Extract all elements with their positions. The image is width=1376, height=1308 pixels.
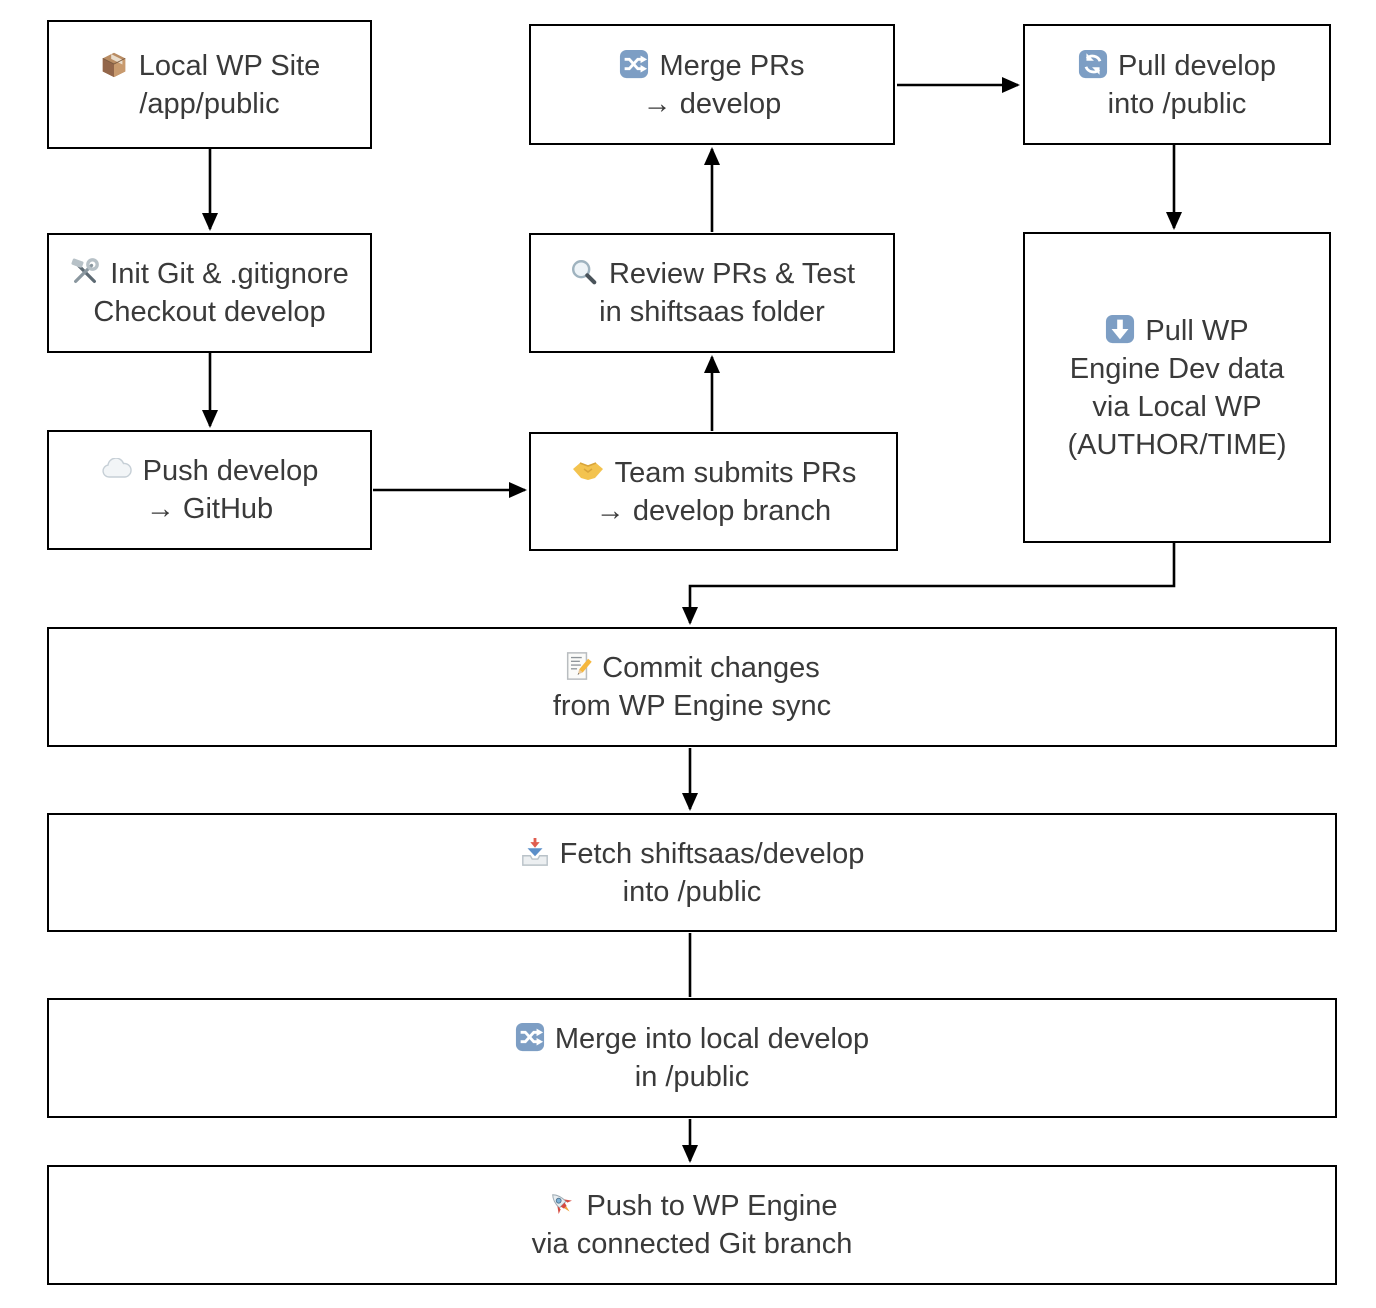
flow-node-commit-changes: Commit changes from WP Engine sync [47, 627, 1337, 747]
flow-node-merge-local-develop: Merge into local develop in /public [47, 998, 1337, 1118]
flow-node-push-wp-engine: Push to WP Engine via connected Git bran… [47, 1165, 1337, 1285]
node-text: Pull develop [1118, 49, 1276, 82]
node-text: Local WP Site [138, 49, 321, 82]
node-text: via Local WP [1092, 390, 1262, 423]
node-text: Commit changes [602, 652, 820, 684]
node-text: → GitHub [145, 493, 274, 525]
node-text: Checkout develop [93, 296, 326, 328]
node-text: Push to WP Engine [586, 1190, 838, 1222]
node-text: from WP Engine sync [552, 690, 832, 722]
node-label: Commit changes from WP Engine sync [553, 649, 831, 725]
package-icon [99, 49, 129, 79]
flow-node-init-git: Init Git & .gitignore Checkout develop [47, 233, 372, 353]
node-text: → develop branch [595, 494, 832, 527]
flow-node-fetch-develop: Fetch shiftsaas/develop into /public [47, 813, 1337, 932]
flow-node-merge-prs: Merge PRs → develop [529, 24, 895, 145]
node-text: into /public [622, 875, 762, 908]
node-label: Push develop → GitHub [101, 452, 319, 528]
node-text: Merge into local develop [554, 1023, 870, 1055]
node-label: Fetch shiftsaas/develop into /public [520, 835, 865, 911]
flow-node-team-submits-prs: Team submits PRs → develop branch [529, 432, 898, 551]
node-text: Team submits PRs [614, 456, 857, 489]
handshake-icon [571, 459, 605, 483]
down-arrow-icon [1105, 314, 1135, 344]
node-label: Review PRs & Test in shiftsaas folder [569, 255, 855, 331]
node-text: in shiftsaas folder [599, 296, 825, 328]
node-label: Local WP Site /app/public [99, 47, 321, 123]
node-label: Init Git & .gitignore Checkout develop [70, 255, 349, 331]
node-text: via connected Git branch [531, 1228, 853, 1260]
flow-node-review-prs: Review PRs & Test in shiftsaas folder [529, 233, 895, 353]
magnifier-icon [569, 257, 599, 287]
node-label: Pull develop into /public [1078, 47, 1276, 123]
flow-node-push-develop: Push develop → GitHub [47, 430, 372, 550]
node-text: Init Git & .gitignore [110, 258, 349, 290]
node-text: → develop [642, 87, 782, 120]
memo-icon [564, 651, 592, 681]
cycle-arrows-icon [1078, 49, 1108, 79]
node-label: Team submits PRs → develop branch [571, 454, 857, 530]
node-text: into /public [1107, 87, 1247, 120]
flow-node-local-wp-site: Local WP Site /app/public [47, 20, 372, 149]
flow-node-pull-wp-engine-data: Pull WP Engine Dev data via Local WP (AU… [1023, 232, 1331, 543]
node-label: Pull WP Engine Dev data via Local WP (AU… [1067, 312, 1286, 464]
hammer-wrench-icon [70, 257, 100, 287]
rocket-icon [547, 1189, 577, 1219]
flow-node-pull-develop: Pull develop into /public [1023, 24, 1331, 145]
node-text: Pull WP [1145, 314, 1249, 347]
cloud-icon [101, 457, 133, 480]
node-text: Merge PRs [659, 49, 805, 82]
connector-pullwp-to-commit [682, 543, 1176, 625]
node-text: Engine Dev data [1069, 352, 1285, 385]
inbox-icon [520, 837, 550, 867]
node-label: Push to WP Engine via connected Git bran… [532, 1187, 853, 1263]
node-text: Push develop [142, 455, 319, 487]
shuffle-icon [619, 49, 649, 79]
shuffle-icon [515, 1022, 545, 1052]
node-text: in /public [634, 1061, 750, 1093]
node-text: /app/public [139, 87, 280, 120]
node-text: (AUTHOR/TIME) [1067, 428, 1287, 461]
node-label: Merge PRs → develop [619, 47, 805, 123]
node-text: Fetch shiftsaas/develop [559, 837, 865, 870]
node-text: Review PRs & Test [608, 258, 856, 290]
node-label: Merge into local develop in /public [515, 1020, 869, 1096]
